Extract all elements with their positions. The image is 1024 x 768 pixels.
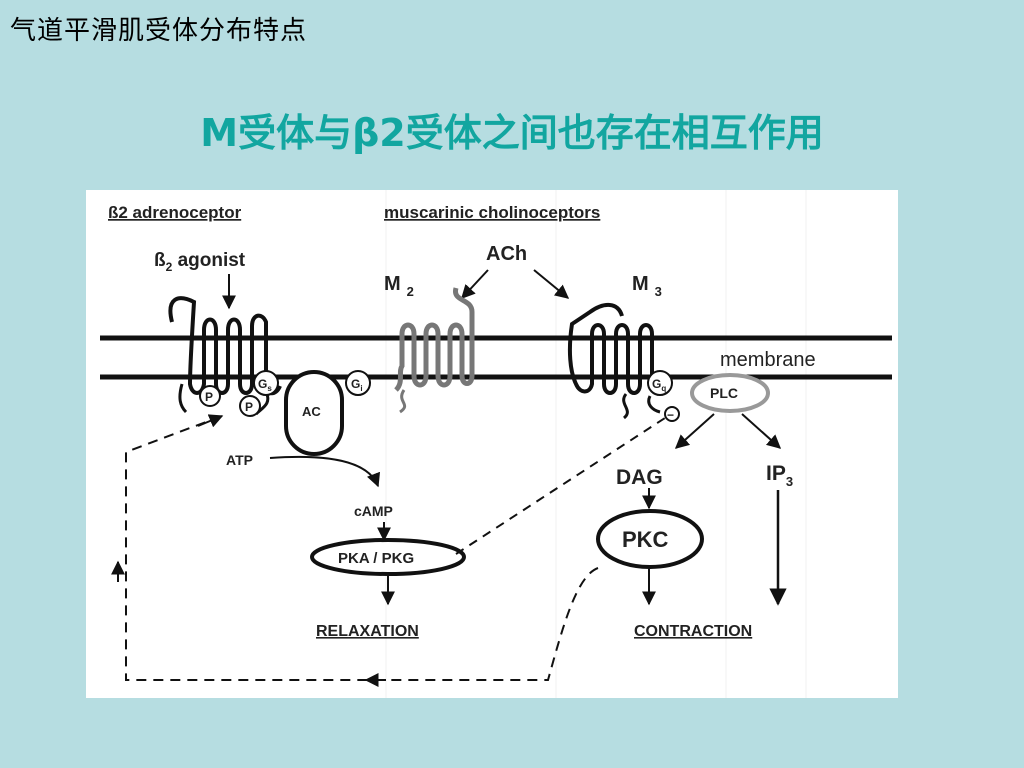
gq-protein (647, 370, 673, 396)
gq-label: Gq (652, 377, 666, 393)
pka-pkg (310, 538, 466, 576)
m3-receptor-coil (567, 303, 666, 396)
gi-protein (345, 370, 371, 396)
pka-label: PKA / PKG (338, 550, 414, 567)
gs-label: Gs (258, 377, 272, 393)
feedback-arrowhead-top (197, 414, 224, 428)
contraction-label: CONTRACTION (634, 623, 752, 640)
atp-label: ATP (226, 452, 253, 468)
pkc (596, 509, 704, 569)
m2-receptor-tail (399, 389, 407, 414)
relaxation-label: RELAXATION (316, 623, 419, 640)
m2-receptor-coil (394, 287, 475, 392)
phosphate-2 (239, 395, 261, 417)
pkc-feedback-dashed (125, 415, 599, 681)
pka-to-plc-dashed (455, 415, 669, 555)
minus-label: − (667, 408, 674, 422)
receptor-diagram: ß2 adrenoceptor muscarinic cholinoceptor… (86, 190, 898, 698)
gi-label: Gi (351, 377, 363, 393)
ach-label: ACh (486, 243, 527, 265)
muscarinic-section-label: muscarinic cholinoceptors (384, 203, 600, 222)
plc-label: PLC (710, 385, 738, 401)
ip3-label: IP3 (766, 462, 793, 489)
beta2-receptor-coil (168, 296, 282, 396)
membrane-label: membrane (720, 349, 816, 371)
slide-corner-title: 气道平滑肌受体分布特点 (10, 16, 308, 46)
adenylyl-cyclase (284, 370, 344, 456)
receptor-diagram-svg: ß2 adrenoceptor muscarinic cholinoceptor… (100, 190, 892, 698)
background-texture (385, 190, 807, 698)
beta-section-label: ß2 adrenoceptor (108, 203, 242, 222)
inhibition-sign (664, 406, 680, 422)
ach-to-m3-arrow (533, 269, 570, 299)
plc-to-dag-arrow (674, 413, 715, 449)
phosphate-1 (199, 385, 221, 407)
m3-receptor-tails (622, 393, 661, 420)
gs-protein (253, 370, 279, 396)
slide-heading: M受体与β2受体之间也存在相互作用 (200, 111, 824, 155)
plc-enzyme (690, 373, 770, 413)
camp-label: cAMP (354, 503, 393, 519)
phosphate-2-label: P (245, 400, 253, 414)
plc-to-ip3-arrow (741, 413, 782, 449)
atp-to-camp-arrow (269, 455, 380, 488)
pkc-label: PKC (622, 527, 669, 552)
beta-agonist-label: ß2 agonist (154, 250, 246, 274)
ach-to-m2-arrow (461, 269, 489, 300)
ac-label: AC (302, 404, 321, 419)
dag-label: DAG (616, 466, 663, 489)
phosphate-1-label: P (205, 390, 213, 404)
